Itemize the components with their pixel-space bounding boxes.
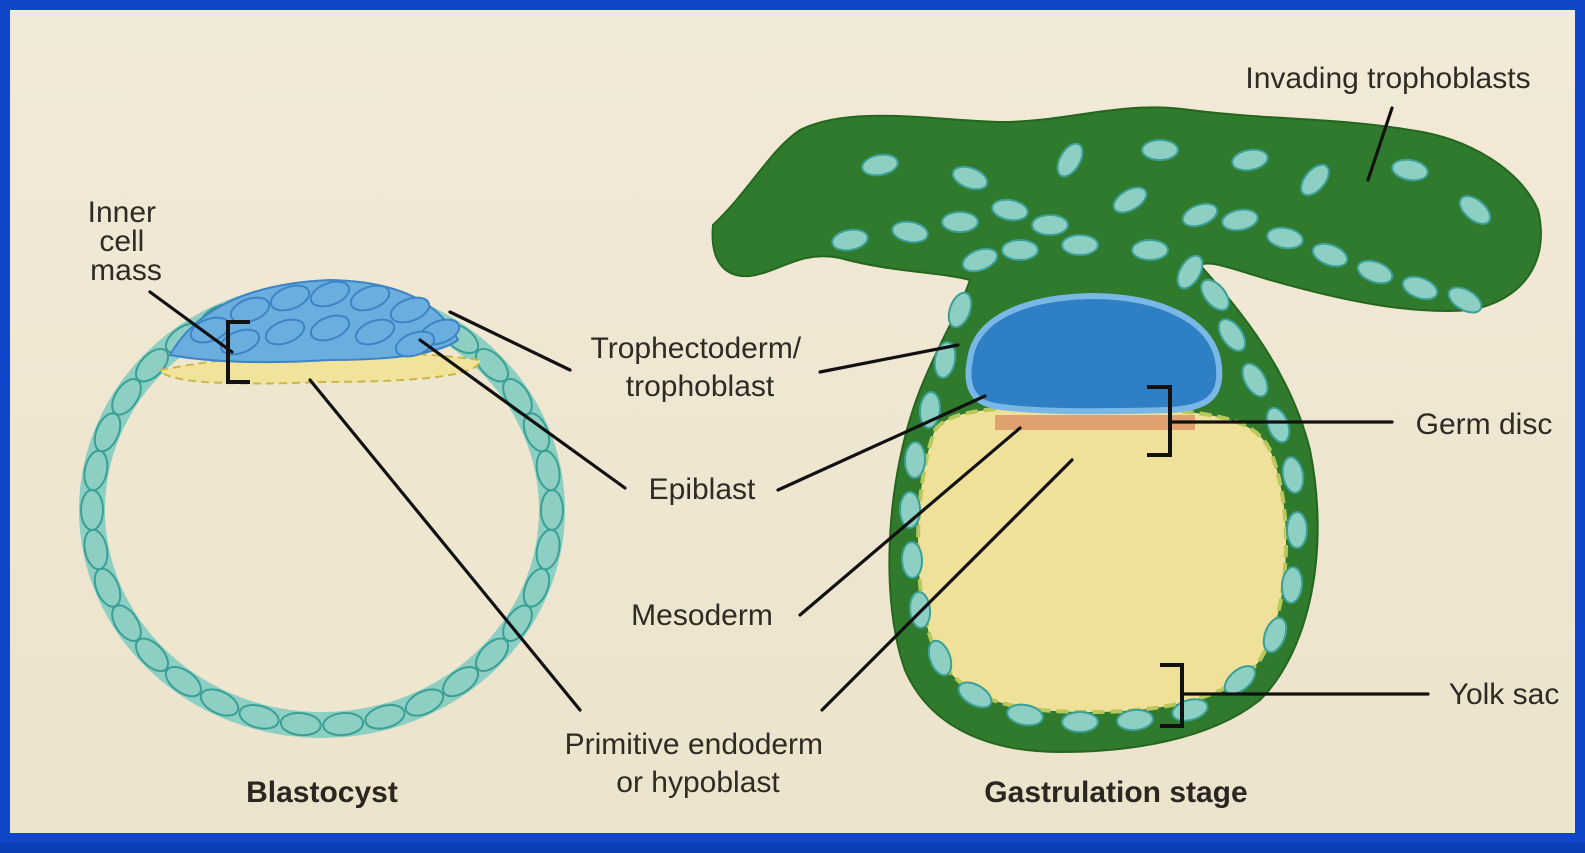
cell [1002,240,1038,260]
label-mesoderm: Mesoderm [631,599,773,632]
cell [541,490,563,530]
label-primitive-endoderm-line-1: Primitive endoderm [565,728,823,761]
blastocyst [81,277,563,737]
label-primitive-endoderm-line-2: or hypoblast [616,766,780,799]
label-epiblast: Epiblast [649,473,756,506]
label-trophectoderm-line-2: trophoblast [626,370,775,403]
label-yolk-sac: Yolk sac [1449,678,1560,711]
label-inner-cell-mass: Inner cell mass [88,196,165,287]
cell [81,490,103,530]
embryo-diagram: Inner cell mass Trophectoderm/ trophobla… [10,10,1585,853]
label-primitive-endoderm: Primitive endoderm or hypoblast [565,728,832,799]
cell [1142,140,1178,160]
cell [1062,712,1098,732]
label-inner-cell-mass-line-3: mass [90,254,162,287]
mesoderm-layer [995,415,1195,430]
label-germ-disc: Germ disc [1416,408,1553,441]
cell [1132,240,1168,260]
cell [942,212,978,232]
caption-blastocyst: Blastocyst [246,776,398,809]
label-trophectoderm: Trophectoderm/ trophoblast [591,332,810,403]
amniotic-cavity [968,296,1219,411]
label-trophectoderm-line-1: Trophectoderm/ [591,332,802,365]
cell [1032,215,1068,235]
cell [1287,512,1307,548]
cell [901,542,922,579]
cell [904,442,925,479]
caption-gastrulation-stage: Gastrulation stage [984,776,1247,809]
cell [1062,235,1098,255]
label-invading-trophoblasts: Invading trophoblasts [1245,62,1530,95]
